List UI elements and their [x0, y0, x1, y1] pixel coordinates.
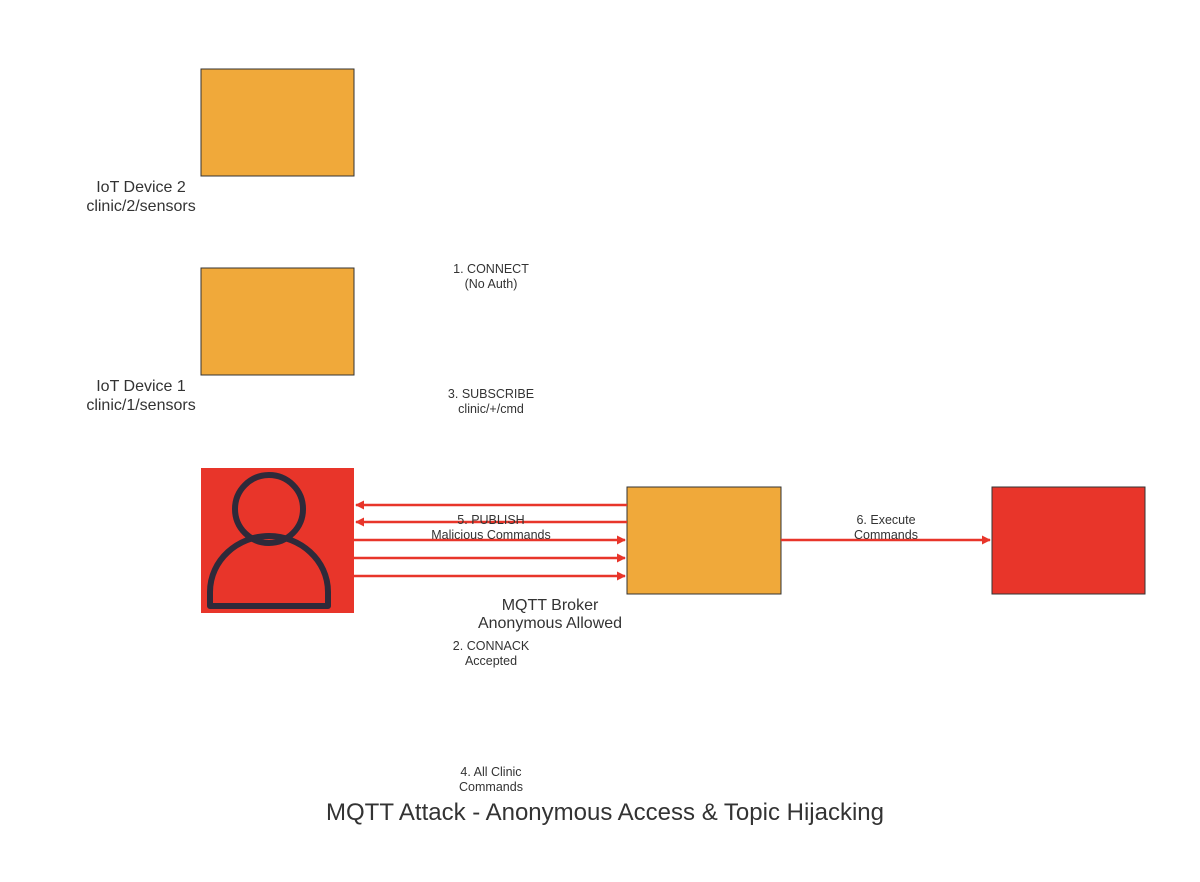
iot-device-1-box: [200, 267, 355, 376]
label-connack-line2: Accepted: [465, 654, 517, 668]
mqtt-broker-box: [626, 486, 782, 595]
label-subscribe-line2: clinic/+/cmd: [458, 402, 524, 416]
iot-device-1-topic: clinic/1/sensors: [86, 397, 195, 414]
label-publish-line2: Malicious Commands: [431, 528, 550, 542]
label-connect-line2: (No Auth): [465, 277, 518, 291]
label-connack-line1: 2. CONNACK: [453, 639, 530, 653]
iot-device-2-topic: clinic/2/sensors: [86, 198, 195, 215]
mqtt-broker-setting: Anonymous Allowed: [478, 615, 622, 632]
label-publish-line1: 5. PUBLISH: [457, 513, 524, 527]
target-device-box: [991, 486, 1146, 595]
person-icon: [207, 472, 331, 609]
diagram-title: MQTT Attack - Anonymous Access & Topic H…: [326, 799, 884, 826]
label-all-commands-line2: Commands: [459, 780, 523, 794]
label-connect-line1: 1. CONNECT: [453, 262, 529, 276]
iot-device-2-name: IoT Device 2: [96, 179, 186, 196]
iot-device-2-box: [200, 68, 355, 177]
label-subscribe-line1: 3. SUBSCRIBE: [448, 387, 534, 401]
mqtt-broker-name: MQTT Broker: [502, 597, 599, 614]
label-execute-line1: 6. Execute: [856, 513, 915, 527]
label-all-commands-line1: 4. All Clinic: [460, 765, 521, 779]
iot-device-1-name: IoT Device 1: [96, 378, 186, 395]
label-execute-line2: Commands: [854, 528, 918, 542]
